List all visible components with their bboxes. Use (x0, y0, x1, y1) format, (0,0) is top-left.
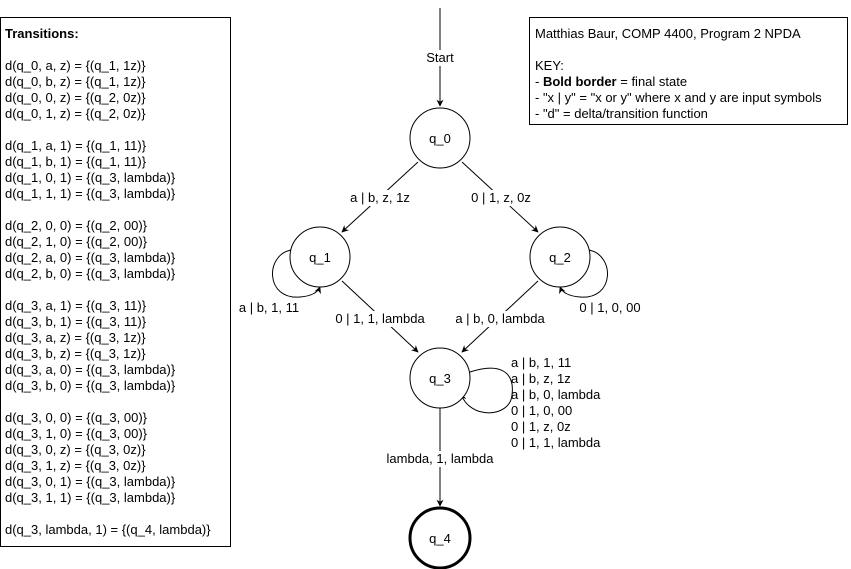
transition-rule: d(q_0, a, z) = {(q_1, 1z)} (5, 58, 146, 73)
transition-group: d(q_3, lambda, 1) = {(q_4, lambda)} (5, 522, 226, 538)
key-delta-notation: - "d" = delta/transition function (535, 106, 708, 121)
transitions-panel: Transitions: d(q_0, a, z) = {(q_1, 1z)}d… (0, 17, 231, 547)
key-bold-border: Bold border (542, 74, 617, 89)
state-label: q_2 (549, 250, 571, 265)
state-circle (289, 226, 351, 288)
state-circle (409, 107, 471, 169)
label-bg (235, 300, 303, 316)
key-label: KEY: (535, 58, 564, 73)
transition-rule: d(q_1, a, 1) = {(q_1, 11)} (5, 138, 147, 153)
transition-rule: d(q_3, b, z) = {(q_3, 1z)} (5, 346, 146, 361)
label-q3-q4: lambda, 1, lambda (387, 451, 495, 466)
transition-rule: d(q_3, b, 0) = {(q_3, lambda)} (5, 378, 176, 393)
transition-rule: d(q_1, 0, 1) = {(q_3, lambda)} (5, 170, 176, 185)
transition-rule: d(q_3, a, z) = {(q_3, 1z)} (5, 330, 146, 345)
transition-rule: d(q_3, 1, 0) = {(q_3, 00)} (5, 426, 148, 441)
label-q3-loop-line: a | b, z, 1z (511, 371, 571, 386)
label-q2-loop: 0 | 1, 0, 00 (579, 300, 640, 315)
state-circle (409, 347, 471, 409)
transition-group: d(q_0, a, z) = {(q_1, 1z)}d(q_0, b, z) =… (5, 58, 226, 122)
start-label: Start (426, 50, 454, 65)
label-q3-loop: a | b, 1, 11 a | b, z, 1z a | b, 0, lamb… (511, 355, 601, 450)
state-label: q_4 (429, 531, 451, 546)
label-bg (382, 451, 498, 467)
transition-rule: d(q_1, b, 1) = {(q_1, 11)} (5, 154, 147, 169)
transition-rule: d(q_0, 1, z) = {(q_2, 0z)} (5, 106, 146, 121)
state-q2: q_2 (529, 226, 591, 288)
transition-rule: d(q_3, 0, 0) = {(q_3, 00)} (5, 410, 148, 425)
transition-group: d(q_2, 0, 0) = {(q_2, 00)}d(q_2, 1, 0) =… (5, 218, 226, 282)
label-q1-q3: 0 | 1, 1, lambda (335, 311, 425, 326)
state-q1: q_1 (289, 226, 351, 288)
transition-rule: d(q_2, b, 0) = {(q_3, lambda)} (5, 266, 176, 281)
transition-rule: d(q_1, 1, 1) = {(q_3, lambda)} (5, 186, 176, 201)
key-panel: Matthias Baur, COMP 4400, Program 2 NPDA… (529, 17, 848, 125)
label-bg (344, 190, 416, 206)
transition-rule: d(q_0, b, z) = {(q_1, 1z)} (5, 74, 146, 89)
state-circle-final (408, 506, 472, 569)
label-q3-loop-line: 0 | 1, z, 0z (511, 419, 571, 434)
state-q4-final: q_4 (408, 506, 472, 569)
state-label: q_1 (309, 250, 331, 265)
label-bg (576, 300, 644, 316)
key-bullet: - (535, 74, 543, 89)
transition-group: d(q_1, a, 1) = {(q_1, 11)}d(q_1, b, 1) =… (5, 138, 226, 202)
key-final-state: - Bold border = final state (535, 74, 842, 90)
state-label: q_3 (429, 371, 451, 386)
transition-rule: d(q_2, a, 0) = {(q_3, lambda)} (5, 250, 176, 265)
transition-rule: d(q_3, a, 0) = {(q_3, lambda)} (5, 362, 176, 377)
transitions-list: d(q_0, a, z) = {(q_1, 1z)}d(q_0, b, z) =… (5, 58, 226, 538)
loop-q3 (459, 367, 513, 414)
label-q3-loop-line: 0 | 1, 1, lambda (511, 435, 601, 450)
transition-group: d(q_3, 0, 0) = {(q_3, 00)}d(q_3, 1, 0) =… (5, 410, 226, 506)
key-final-state-desc: = final state (616, 74, 688, 89)
label-bg (450, 311, 550, 327)
transition-rule: d(q_3, 1, 1) = {(q_3, lambda)} (5, 490, 176, 505)
transition-rule: d(q_3, 1, z) = {(q_3, 0z)} (5, 458, 146, 473)
transition-rule: d(q_3, lambda, 1) = {(q_4, lambda)} (5, 522, 211, 537)
transition-rule: d(q_3, 0, z) = {(q_3, 0z)} (5, 442, 146, 457)
label-q3-loop-line: 0 | 1, 0, 00 (511, 403, 572, 418)
label-q0-q1: a | b, z, 1z (350, 190, 410, 205)
state-q0: q_0 (409, 107, 471, 169)
label-bg (330, 311, 430, 327)
label-q0-q2: 0 | 1, z, 0z (471, 190, 531, 205)
key-or-notation: - "x | y" = "x or y" where x and y are i… (535, 90, 822, 105)
label-q3-loop-line: a | b, 1, 11 (511, 355, 571, 370)
transitions-title: Transitions: (5, 26, 79, 41)
transition-rule: d(q_3, b, 1) = {(q_3, 11)} (5, 314, 147, 329)
transition-rule: d(q_2, 0, 0) = {(q_2, 00)} (5, 218, 148, 233)
author-header: Matthias Baur, COMP 4400, Program 2 NPDA (535, 26, 801, 41)
transition-rule: d(q_3, a, 1) = {(q_3, 11)} (5, 298, 147, 313)
label-q3-loop-line: a | b, 0, lambda (511, 387, 601, 402)
label-q1-loop: a | b, 1, 11 (239, 300, 299, 315)
label-q2-q3: a | b, 0, lambda (455, 311, 545, 326)
loop-q2 (559, 249, 608, 298)
transition-rule: d(q_0, 0, z) = {(q_2, 0z)} (5, 90, 146, 105)
transition-group: d(q_3, a, 1) = {(q_3, 11)}d(q_3, b, 1) =… (5, 298, 226, 394)
loop-q1 (272, 249, 321, 298)
start-label-bg (420, 50, 460, 66)
transition-rule: d(q_3, 0, 1) = {(q_3, lambda)} (5, 474, 176, 489)
label-bg (465, 190, 537, 206)
state-label: q_0 (429, 131, 451, 146)
transition-rule: d(q_2, 1, 0) = {(q_2, 00)} (5, 234, 148, 249)
state-q3: q_3 (409, 347, 471, 409)
state-circle (529, 226, 591, 288)
